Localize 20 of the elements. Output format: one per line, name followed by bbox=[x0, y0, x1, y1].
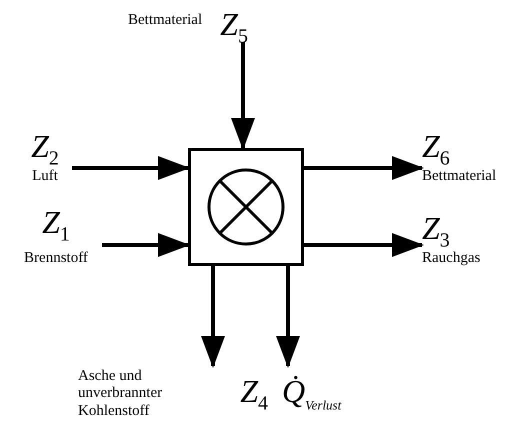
stream-label: Bettmaterial bbox=[422, 168, 496, 186]
stream-symbol: Q̇$_{Verlust}$ bbox=[282, 374, 342, 412]
arrow bbox=[201, 266, 225, 368]
stream-symbol: Z$_{4}$ bbox=[240, 374, 268, 414]
arrow bbox=[231, 42, 255, 150]
arrow bbox=[102, 233, 190, 257]
stream-symbol: Z$_{2}$ bbox=[31, 130, 59, 168]
arrow bbox=[72, 156, 190, 180]
stream-label: Brennstoff bbox=[24, 250, 88, 268]
stream-symbol: Z$_{3}$ bbox=[422, 212, 450, 250]
stream-label: Luft bbox=[32, 168, 58, 186]
stream-symbol: Z$_{6}$ bbox=[422, 130, 450, 168]
stream-label: Bettmaterial bbox=[128, 12, 202, 30]
arrow bbox=[304, 156, 424, 180]
stream-symbol: Z$_{1}$ bbox=[42, 206, 70, 244]
mixer-box bbox=[188, 148, 304, 266]
stream-label: Rauchgas bbox=[422, 250, 480, 268]
stream-label: Asche und unverbrannter Kohlenstoff bbox=[78, 368, 164, 420]
arrow bbox=[276, 266, 300, 368]
arrow bbox=[304, 233, 424, 257]
